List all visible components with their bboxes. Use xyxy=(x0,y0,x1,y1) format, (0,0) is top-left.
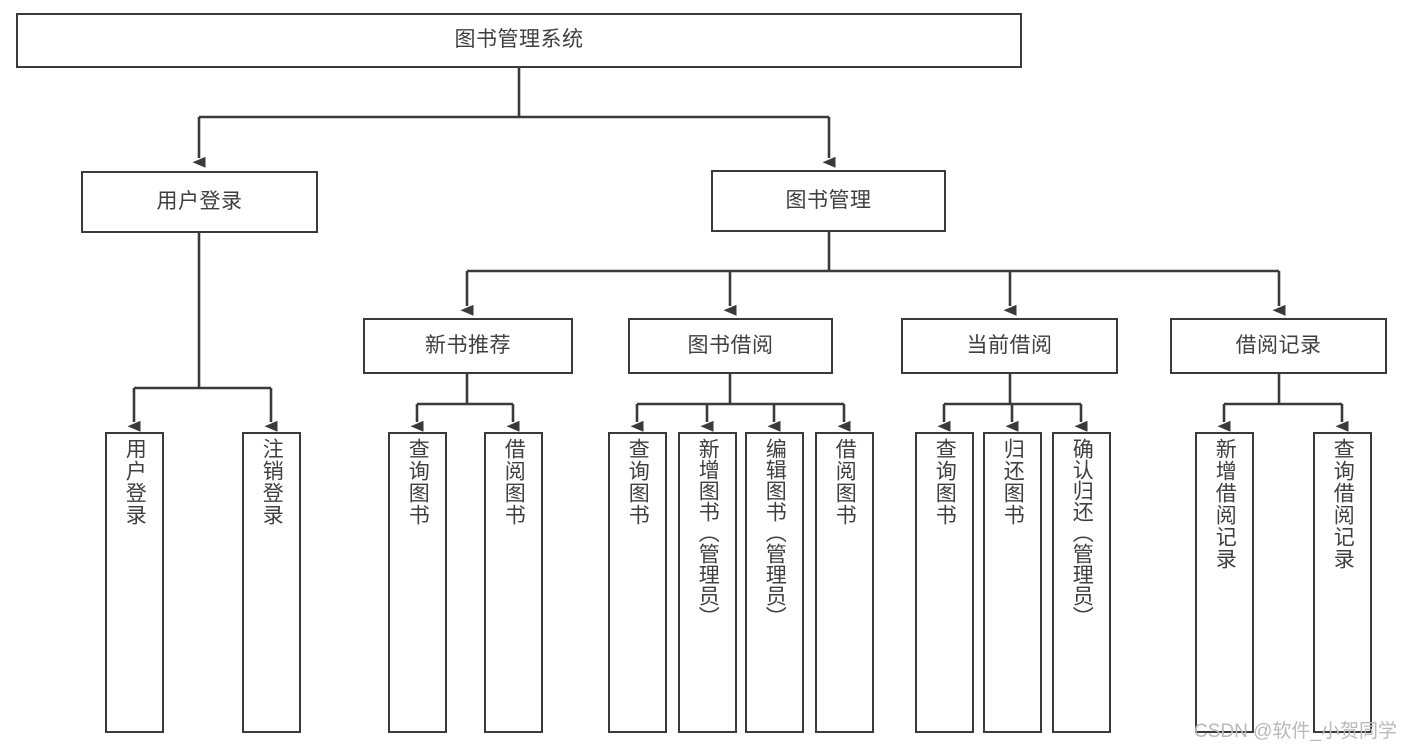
leaf-user-login-login[interactable]: 用户登录 xyxy=(105,432,164,733)
node-borrow-record[interactable]: 借阅记录 xyxy=(1170,318,1387,374)
node-current-borrow-label: 当前借阅 xyxy=(966,333,1053,357)
leaf-current-query-book[interactable]: 查询图书 xyxy=(915,432,974,733)
node-book-borrow[interactable]: 图书借阅 xyxy=(628,318,833,374)
leaf-user-login-logout[interactable]: 注销登录 xyxy=(242,432,301,733)
leaf-user-login-login-label: 用户登录 xyxy=(123,438,147,526)
leaf-borrow-query-book[interactable]: 查询图书 xyxy=(608,432,667,733)
node-user-login-label: 用户登录 xyxy=(156,189,243,213)
node-book-management[interactable]: 图书管理 xyxy=(711,170,946,232)
node-root[interactable]: 图书管理系统 xyxy=(16,13,1022,68)
node-current-borrow[interactable]: 当前借阅 xyxy=(901,318,1118,374)
leaf-borrow-query-book-label: 查询图书 xyxy=(626,438,650,526)
leaf-current-confirm-return[interactable]: 确认归还（管理员） xyxy=(1052,432,1111,733)
leaf-new-book-borrow[interactable]: 借阅图书 xyxy=(484,432,543,733)
leaf-borrow-borrow-book-label: 借阅图书 xyxy=(833,438,857,526)
leaf-current-query-book-label: 查询图书 xyxy=(933,438,957,526)
node-borrow-record-label: 借阅记录 xyxy=(1235,333,1322,357)
node-new-book-recommend-label: 新书推荐 xyxy=(425,333,511,357)
leaf-user-login-logout-label: 注销登录 xyxy=(260,438,284,526)
watermark: CSDN @软件_小贺同学 xyxy=(1194,721,1397,742)
leaf-borrow-add-book[interactable]: 新增图书（管理员） xyxy=(678,432,737,733)
leaf-current-confirm-return-label: 确认归还（管理员） xyxy=(1070,438,1094,627)
leaf-record-add-label: 新增借阅记录 xyxy=(1213,438,1237,570)
leaf-record-query-label: 查询借阅记录 xyxy=(1331,438,1355,570)
leaf-record-add[interactable]: 新增借阅记录 xyxy=(1195,432,1254,733)
node-book-borrow-label: 图书借阅 xyxy=(687,333,774,357)
leaf-borrow-borrow-book[interactable]: 借阅图书 xyxy=(815,432,874,733)
node-root-label: 图书管理系统 xyxy=(454,28,584,52)
leaf-new-book-borrow-label: 借阅图书 xyxy=(502,438,526,526)
leaf-borrow-edit-book[interactable]: 编辑图书（管理员） xyxy=(745,432,804,733)
node-user-login[interactable]: 用户登录 xyxy=(81,171,318,233)
leaf-record-query[interactable]: 查询借阅记录 xyxy=(1313,432,1372,733)
node-new-book-recommend[interactable]: 新书推荐 xyxy=(363,318,573,374)
leaf-borrow-edit-book-label: 编辑图书（管理员） xyxy=(763,438,787,627)
leaf-current-return-book[interactable]: 归还图书 xyxy=(983,432,1042,733)
leaf-borrow-add-book-label: 新增图书（管理员） xyxy=(696,438,720,627)
leaf-current-return-book-label: 归还图书 xyxy=(1001,438,1025,526)
leaf-new-book-query-label: 查询图书 xyxy=(406,438,430,526)
node-book-management-label: 图书管理 xyxy=(785,188,872,212)
leaf-new-book-query[interactable]: 查询图书 xyxy=(388,432,447,733)
